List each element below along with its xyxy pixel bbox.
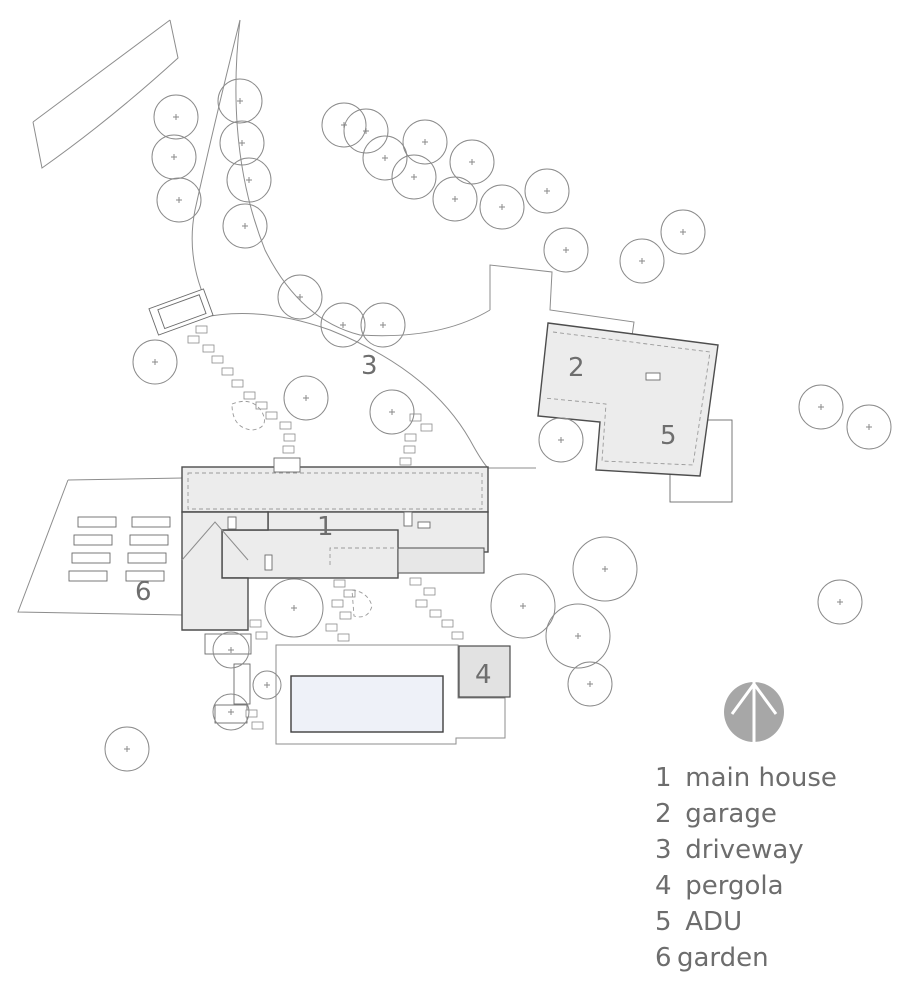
tree-icon (217, 78, 263, 124)
tree-icon (817, 579, 863, 625)
legend: 1 main house 2 garage 3 driveway 4 pergo… (655, 760, 875, 976)
tree-icon (360, 302, 406, 348)
tree-icon (212, 631, 250, 669)
tree-icon (222, 203, 268, 249)
outdoor-furniture (204, 633, 252, 724)
label-pergola: 4 (475, 660, 492, 690)
tree-icon (798, 384, 844, 430)
driveway-turnaround (489, 264, 635, 337)
tree-icon (283, 375, 329, 421)
legend-item: 4 pergola (655, 871, 784, 901)
tree-icon (212, 693, 250, 731)
driveway-edge-lower (199, 313, 489, 469)
road-edge (32, 19, 179, 169)
tree-icon (479, 184, 525, 230)
label-main-house: 1 (317, 512, 334, 542)
tree-icon (432, 176, 478, 222)
tree-icon (490, 573, 556, 639)
legend-item: 5 ADU (655, 907, 743, 937)
tree-icon (524, 168, 570, 214)
tree-icon (391, 154, 437, 200)
tree-icon (153, 94, 199, 140)
tree-icon (543, 227, 589, 273)
label-garage: 2 (568, 353, 585, 383)
road-edge (32, 19, 171, 123)
tree-icon (104, 726, 150, 772)
tree-icon (402, 119, 448, 165)
garage-adu-building (537, 322, 733, 503)
legend-item: 2 garage (655, 799, 777, 829)
car (148, 288, 214, 336)
planting-bed (351, 589, 373, 618)
tree-icon (538, 417, 584, 463)
tree-icon (252, 670, 282, 700)
legend-item: 3 driveway (655, 835, 804, 865)
tree-icon (660, 209, 706, 255)
driveway-edge-inner (235, 19, 491, 337)
tree-icon (151, 134, 197, 180)
tree-icon (226, 157, 272, 203)
garden-boundary (17, 477, 184, 616)
tree-icon (156, 177, 202, 223)
north-arrow-icon (724, 682, 784, 742)
garden-beds (68, 516, 171, 582)
stepping-stones (187, 325, 464, 730)
pool-area (275, 644, 511, 745)
tree-icon (619, 238, 665, 284)
tree-icon (277, 274, 323, 320)
pergola (458, 645, 511, 698)
tree-icon (572, 536, 638, 602)
trees (104, 78, 892, 772)
tree-icon (545, 603, 611, 669)
tree-icon (264, 578, 324, 638)
tree-icon (567, 661, 613, 707)
tree-icon (846, 404, 892, 450)
tree-icon (362, 135, 408, 181)
driveway-edge-outer (191, 19, 241, 311)
label-driveway: 3 (361, 351, 378, 381)
tree-icon (132, 339, 178, 385)
main-house (181, 457, 489, 631)
tree-icon (320, 302, 366, 348)
label-adu: 5 (660, 421, 677, 451)
label-garden: 6 (135, 577, 152, 607)
tree-icon (343, 108, 389, 154)
legend-item: 1 main house (655, 763, 837, 793)
planting-bed (231, 400, 265, 431)
tree-icon (219, 120, 265, 166)
tree-icon (369, 389, 415, 435)
tree-icon (449, 139, 495, 185)
pool (290, 675, 444, 733)
